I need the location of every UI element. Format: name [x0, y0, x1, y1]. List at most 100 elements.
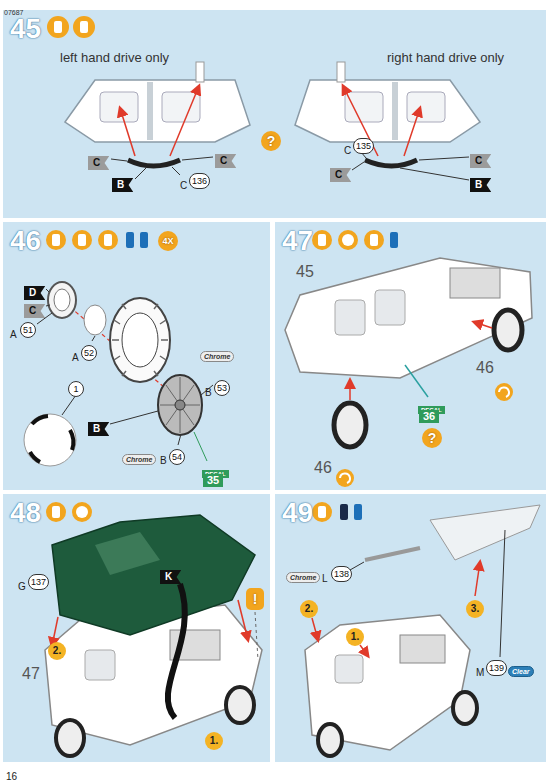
step-ref: 47: [22, 664, 40, 683]
wheel-parts-shape: [84, 305, 106, 335]
glue-icon-shape: [342, 234, 354, 246]
order-number: 1.: [205, 732, 223, 750]
wheel-parts: [24, 282, 213, 466]
cockpit-right-shape: [345, 92, 383, 122]
finish-badge: Chrome: [122, 454, 156, 465]
label-anchor: 52: [81, 342, 97, 361]
body-step48-shape: [168, 584, 185, 718]
label-anchor: K: [160, 566, 181, 584]
cockpit-right-shape: [419, 157, 469, 160]
flag-marker: B: [88, 422, 109, 436]
decal-number: 36: [419, 410, 439, 423]
glue-icon-shape: [72, 230, 92, 250]
glue-icon-shape: [126, 232, 134, 248]
label-anchor: 53: [214, 377, 230, 396]
label-anchor: 1.: [346, 626, 364, 646]
label-anchor: 2.: [48, 640, 66, 660]
callout-number: 138: [331, 566, 352, 582]
label-anchor: !: [246, 588, 264, 610]
wheel-parts-shape: [175, 400, 185, 410]
label-anchor: 3.: [466, 598, 484, 618]
label-anchor: C: [88, 152, 109, 170]
warning-icon: !: [246, 588, 264, 610]
chassis-step47-shape: [405, 365, 428, 397]
step-number: 48: [10, 497, 41, 529]
glue-icon-shape: [80, 21, 88, 33]
callout-number: 54: [169, 449, 185, 465]
callout-number: 135: [353, 138, 374, 154]
glue-icon-shape: [338, 230, 358, 250]
step-panel-ground: [3, 10, 546, 762]
doc-number: 07687: [4, 9, 23, 16]
label-anchor: ?: [422, 428, 442, 448]
wheel-parts-shape: [158, 375, 202, 435]
glue-icon-shape: [312, 502, 332, 522]
step-panel: 48: [3, 494, 270, 762]
label-anchor: D: [24, 282, 45, 300]
body-step49-shape: [475, 562, 480, 596]
flag-marker: B: [112, 178, 133, 192]
body-step48-shape: [226, 687, 254, 723]
part-letter: A: [72, 352, 79, 364]
label-anchor: 1.: [205, 730, 223, 750]
cockpit-left-shape: [147, 82, 153, 140]
label-anchor: Chrome: [286, 566, 320, 584]
body-step49-shape: [500, 530, 505, 657]
wheel-parts-shape: [30, 416, 73, 462]
wheel-parts-shape: [194, 432, 207, 461]
chassis-step47-shape: [494, 310, 522, 350]
wheel-parts-shape: [112, 304, 168, 376]
chassis-step47-shape: [450, 268, 500, 298]
part-letter: A: [10, 329, 17, 341]
step-number: 47: [282, 225, 313, 257]
cockpit-left: [65, 62, 250, 179]
glue-icon-shape: [140, 232, 148, 248]
cockpit-left-shape: [128, 160, 180, 166]
cockpit-left-shape: [135, 168, 146, 179]
check-icon: ?: [422, 428, 442, 448]
label-anchor: 138: [331, 563, 352, 582]
label-anchor: ?: [261, 131, 281, 151]
body-step48-shape: [255, 612, 258, 660]
glue-icon-shape: [54, 21, 62, 33]
label-anchor: C: [344, 140, 351, 158]
step-panel-ground-shape: [3, 10, 546, 218]
step-number: 45: [10, 13, 41, 45]
glue-icon-shape: [72, 502, 92, 522]
label-anchor: 07687: [4, 1, 23, 19]
cockpit-right-shape: [400, 168, 469, 180]
label-anchor: 46: [476, 358, 494, 377]
body-step48-shape: [52, 515, 255, 635]
body-step48: [45, 515, 262, 756]
label-anchor: 47: [22, 664, 40, 683]
wheel-parts-shape: [110, 411, 158, 424]
page-number: 16: [6, 771, 17, 782]
glue-icon-shape: [390, 232, 398, 248]
cockpit-left-shape: [111, 159, 127, 161]
step-panel-ground-shape: [3, 222, 270, 490]
step-ref: 45: [296, 262, 314, 281]
callout-number: 53: [214, 380, 230, 396]
chassis-step47-shape: [285, 258, 532, 378]
chassis-step47-shape: [474, 322, 492, 328]
decal-number: 35: [203, 474, 223, 487]
label-anchor: Clear: [508, 660, 534, 678]
label-anchor: C: [470, 150, 491, 168]
cockpit-left-shape: [65, 80, 250, 142]
label-anchor: 2.: [300, 598, 318, 618]
chassis-step47-shape: [336, 469, 354, 487]
part-letter: L: [322, 573, 328, 585]
part-letter: G: [18, 581, 26, 593]
wheel-parts-shape: [160, 377, 200, 433]
repeat-icon: 4X: [158, 231, 178, 251]
step-ref: 46: [476, 358, 494, 377]
callout-number: 51: [20, 322, 36, 338]
chassis-step47-shape: [499, 387, 509, 397]
step-panel: 47: [275, 222, 546, 490]
label-anchor: A: [72, 347, 79, 365]
glue-icon-shape: [52, 234, 60, 246]
step-number: 49: [282, 497, 313, 529]
glue-icon-shape: [318, 234, 326, 246]
